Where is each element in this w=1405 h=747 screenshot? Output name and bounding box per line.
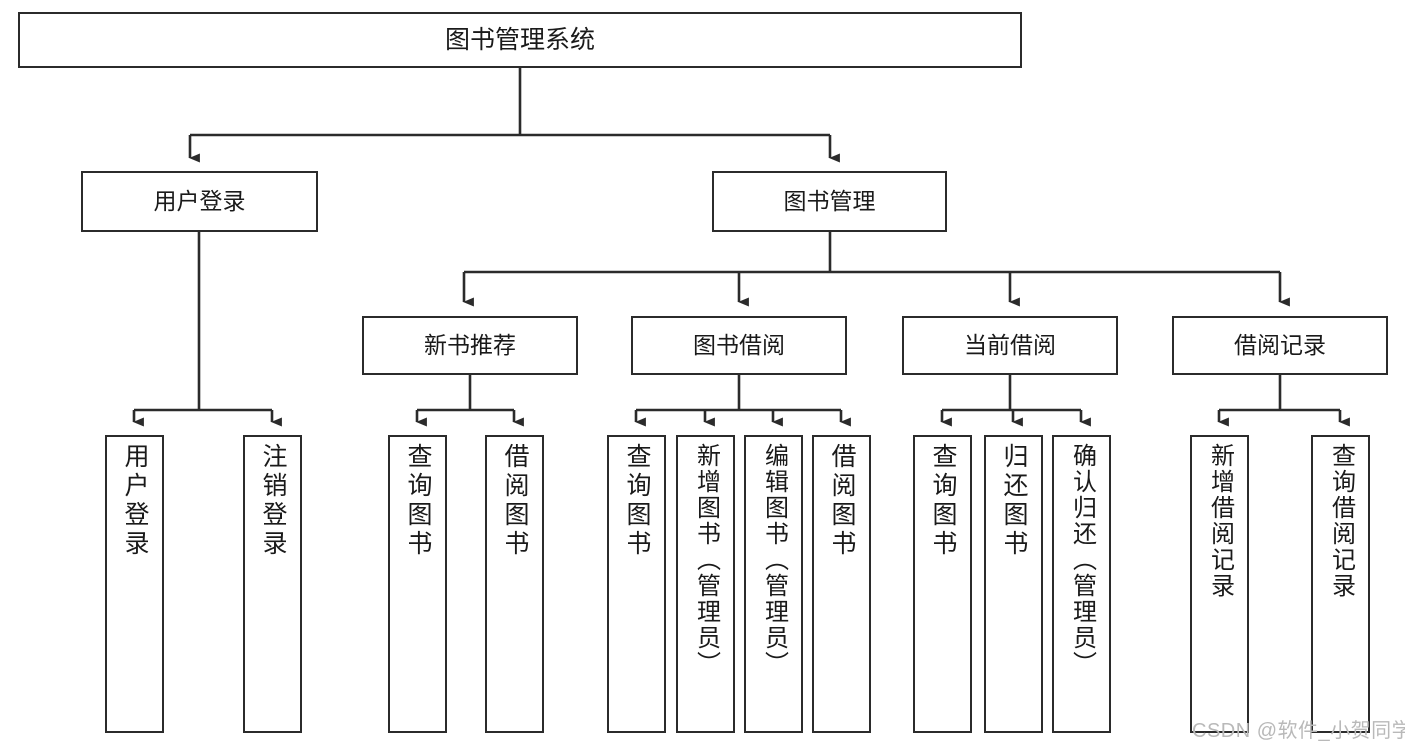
node-leaf-confirm-return[interactable]: 确认归还（管理员） xyxy=(1052,435,1111,733)
csdn-watermark: CSDN @软件_小贺同学 xyxy=(1192,720,1405,742)
node-leaf-confirm-return-label: 确认归还（管理员） xyxy=(1068,443,1096,677)
node-leaf-return-book-label: 归还图书 xyxy=(1000,443,1028,559)
node-root[interactable]: 图书管理系统 xyxy=(18,12,1022,68)
node-leaf-borrow-book-1-label: 借阅图书 xyxy=(501,443,529,559)
node-user-login-label: 用户登录 xyxy=(153,188,246,215)
node-book-borrow[interactable]: 图书借阅 xyxy=(631,316,847,375)
node-user-login[interactable]: 用户登录 xyxy=(81,171,318,232)
node-leaf-query-book-1[interactable]: 查询图书 xyxy=(388,435,447,733)
node-leaf-query-book-2-label: 查询图书 xyxy=(623,443,651,559)
node-leaf-edit-book-label: 编辑图书（管理员） xyxy=(760,443,788,677)
node-leaf-borrow-book-1[interactable]: 借阅图书 xyxy=(485,435,544,733)
node-book-manage-label: 图书管理 xyxy=(783,188,876,215)
node-leaf-user-login-label: 用户登录 xyxy=(121,443,149,559)
node-leaf-add-book[interactable]: 新增图书（管理员） xyxy=(676,435,735,733)
node-leaf-add-record[interactable]: 新增借阅记录 xyxy=(1190,435,1249,733)
node-leaf-add-book-label: 新增图书（管理员） xyxy=(692,443,720,677)
node-leaf-query-book-3[interactable]: 查询图书 xyxy=(913,435,972,733)
node-borrow-record[interactable]: 借阅记录 xyxy=(1172,316,1388,375)
node-leaf-query-book-1-label: 查询图书 xyxy=(404,443,432,559)
node-new-book-rec-label: 新书推荐 xyxy=(424,332,516,359)
node-leaf-logout[interactable]: 注销登录 xyxy=(243,435,302,733)
node-new-book-rec[interactable]: 新书推荐 xyxy=(362,316,578,375)
node-leaf-query-record[interactable]: 查询借阅记录 xyxy=(1311,435,1370,733)
node-current-borrow[interactable]: 当前借阅 xyxy=(902,316,1118,375)
node-leaf-logout-label: 注销登录 xyxy=(259,443,287,559)
node-borrow-record-label: 借阅记录 xyxy=(1234,332,1326,359)
node-leaf-query-book-3-label: 查询图书 xyxy=(929,443,957,559)
node-root-label: 图书管理系统 xyxy=(444,25,595,54)
node-book-borrow-label: 图书借阅 xyxy=(693,332,785,359)
node-leaf-borrow-book-2-label: 借阅图书 xyxy=(828,443,856,559)
node-leaf-add-record-label: 新增借阅记录 xyxy=(1206,443,1234,599)
node-leaf-borrow-book-2[interactable]: 借阅图书 xyxy=(812,435,871,733)
node-leaf-edit-book[interactable]: 编辑图书（管理员） xyxy=(744,435,803,733)
node-leaf-user-login[interactable]: 用户登录 xyxy=(105,435,164,733)
node-leaf-query-record-label: 查询借阅记录 xyxy=(1327,443,1355,599)
node-current-borrow-label: 当前借阅 xyxy=(964,332,1056,359)
node-leaf-return-book[interactable]: 归还图书 xyxy=(984,435,1043,733)
node-book-manage[interactable]: 图书管理 xyxy=(712,171,947,232)
node-leaf-query-book-2[interactable]: 查询图书 xyxy=(607,435,666,733)
